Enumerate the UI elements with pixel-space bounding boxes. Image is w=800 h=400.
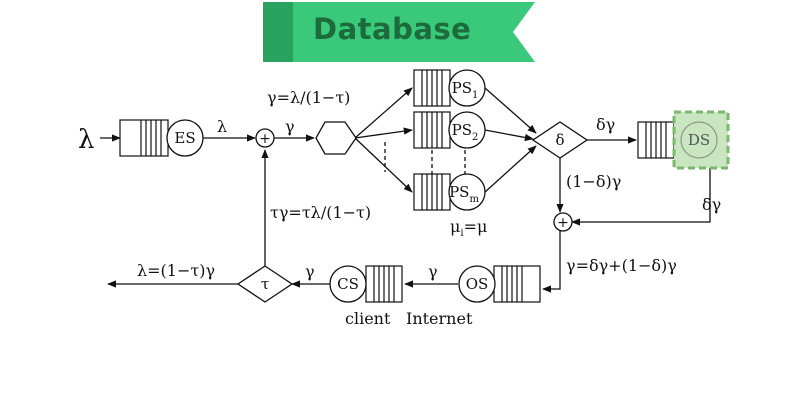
os-server [458, 265, 496, 303]
tau-label: τ [261, 275, 269, 293]
cs-label: CS [337, 275, 359, 293]
delta-gamma-right-label: δγ [702, 195, 721, 214]
lambda-es-label: λ [217, 117, 227, 136]
delta-label: δ [555, 131, 564, 149]
sum-bottom-sign: + [557, 215, 569, 231]
gamma-cs-tau-label: γ [305, 262, 315, 281]
es-label: ES [174, 129, 195, 147]
ps2-label: PS2 [452, 121, 479, 143]
ps2-queue [413, 111, 451, 149]
ds-server [680, 121, 718, 159]
gamma-os-cs-label: γ [428, 262, 438, 281]
internet-label: Internet [406, 309, 473, 328]
os-label: OS [466, 275, 489, 293]
lambda-input-label: λ [78, 125, 94, 155]
sum-node-top [255, 128, 275, 148]
sum-node-bottom [553, 212, 573, 232]
psm-server [448, 173, 486, 211]
ds-queue [637, 121, 675, 159]
ds-label: DS [688, 131, 710, 149]
gamma-sum-formula-label: γ=δγ+(1−δ)γ [566, 256, 677, 275]
cs-queue [365, 265, 403, 303]
cs-server [329, 265, 367, 303]
delta-gamma-top-label: δγ [596, 115, 615, 134]
es-queue [119, 119, 169, 157]
ps1-label: PS1 [452, 79, 479, 101]
database-banner [263, 2, 535, 62]
sum-top-sign: + [259, 131, 271, 147]
psm-label: PSm [449, 183, 479, 205]
gamma-sum-label: γ [285, 117, 295, 136]
ps1-queue [413, 69, 451, 107]
psm-queue [413, 173, 451, 211]
tau-decision [236, 265, 294, 303]
ps2-server [448, 111, 486, 149]
one-minus-delta-gamma-label: (1−δ)γ [566, 172, 621, 191]
os-queue [493, 265, 541, 303]
client-label: client [345, 309, 391, 328]
es-server [166, 119, 204, 157]
ds-highlight [672, 110, 730, 170]
lambda-output-label: λ=(1−τ)γ [137, 261, 215, 280]
router-hexagon [315, 121, 357, 155]
mu-label: μi=μ [450, 217, 487, 239]
tau-gamma-label: τγ=τλ/(1−τ) [270, 203, 371, 222]
delta-decision [531, 121, 589, 159]
gamma-formula-label: γ=λ/(1−τ) [267, 88, 350, 107]
ps1-server [448, 69, 486, 107]
banner-title: Database [313, 12, 472, 46]
